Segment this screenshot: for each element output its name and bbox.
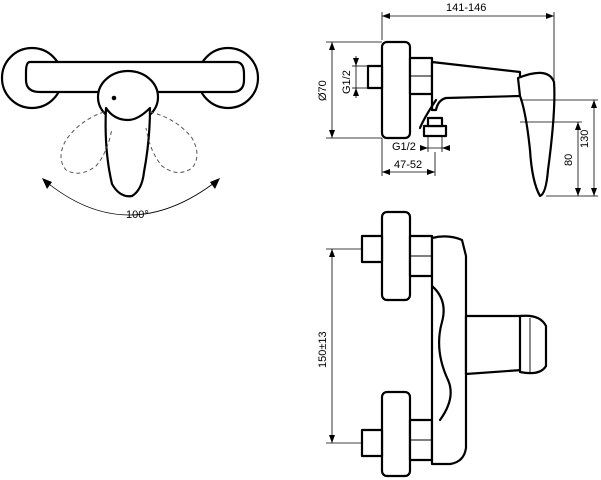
side-inlet-stub	[366, 64, 384, 90]
top-upper-rosette	[380, 210, 412, 302]
side-body-curve	[418, 98, 438, 130]
dim-offset-arrow-left	[382, 169, 390, 175]
dim-outlet-arrow-left	[420, 145, 428, 151]
dim-rosette-label: Ø70	[317, 80, 329, 101]
dim-total-label: 130	[579, 130, 591, 148]
top-handle-arm	[464, 314, 524, 376]
rotation-angle-label: 100°	[126, 209, 149, 221]
top-view: 150±13	[317, 210, 548, 478]
top-mixer-body	[430, 235, 468, 466]
dim-handle-arrow-bottom	[575, 188, 581, 196]
rotation-arrow-left	[42, 178, 52, 189]
top-lower-inlet-stub	[360, 428, 384, 458]
rotation-arrow-right	[210, 178, 220, 189]
dim-total-arrow-top	[591, 100, 597, 108]
side-outlet-thread	[426, 116, 444, 128]
dim-depth-label: 141-146	[446, 2, 486, 14]
front-lever-ghost-left	[60, 111, 113, 174]
dim-handle-arrow-top	[575, 122, 581, 130]
dim-depth-arrow-left	[382, 13, 390, 19]
side-rosette	[380, 40, 412, 140]
dim-spacing-label: 150±13	[317, 331, 329, 368]
dim-spacing-arrow-top	[329, 249, 335, 257]
side-outlet	[422, 124, 448, 138]
top-lower-rosette	[380, 390, 412, 478]
dim-inlet-label: G1/2	[341, 70, 353, 94]
rotation-arc	[43, 179, 219, 216]
dim-handle-label: 80	[563, 154, 575, 166]
front-lever-ghost-right	[145, 111, 198, 173]
side-view: 141-146 Ø70 G1/2 G1/2 47-52	[317, 2, 598, 198]
front-hub-dot	[111, 95, 117, 101]
dim-offset-arrow-right	[427, 169, 435, 175]
side-lever-handle	[516, 71, 556, 198]
dim-offset-label: 47-52	[394, 159, 422, 171]
side-mixer-body	[430, 60, 522, 112]
dim-total-arrow-bottom	[591, 188, 597, 196]
dim-outlet-label: G1/2	[392, 141, 416, 153]
dim-inlet-arrow-top	[353, 58, 359, 66]
front-lever-handle	[104, 106, 152, 198]
top-handle-cap	[518, 314, 548, 375]
dim-rosette-arrow-top	[329, 42, 335, 50]
top-body-curve	[430, 284, 452, 422]
dim-spacing-arrow-bottom	[329, 435, 335, 443]
dim-depth-arrow-right	[546, 13, 554, 19]
dim-outlet-arrow-right	[442, 145, 450, 151]
dim-rosette-arrow-bottom	[329, 130, 335, 138]
top-upper-inlet-stub	[360, 234, 384, 264]
front-view: 100°	[0, 46, 260, 221]
dim-inlet-arrow-bottom	[353, 88, 359, 96]
